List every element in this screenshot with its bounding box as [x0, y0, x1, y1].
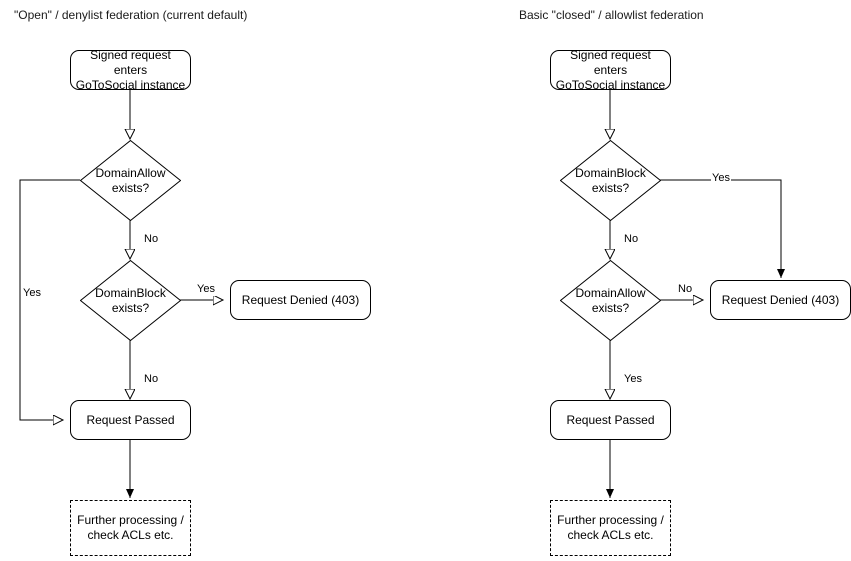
left-start-line2: GoToSocial instance: [75, 77, 186, 92]
right-decision-domainallow-shape: [560, 260, 661, 341]
column-title-closed: Basic "closed" / allowlist federation: [519, 8, 704, 22]
left-start-line1: Signed request enters: [90, 47, 171, 77]
right-decision2-line1: DomainAllow: [575, 285, 646, 300]
right-request-denied-label: Request Denied (403): [721, 292, 840, 307]
left-further-line2: check ACLs etc.: [87, 528, 174, 542]
left-decision2-line1: DomainBlock: [95, 285, 166, 300]
column-title-open: "Open" / denylist federation (current de…: [14, 8, 248, 22]
left-further-processing-node[interactable]: Further processing /check ACLs etc.: [70, 500, 191, 556]
left-request-passed-node[interactable]: Request Passed: [70, 400, 191, 440]
left-decision-domainallow-shape: [80, 140, 181, 221]
right-further-processing-label: Further processing /check ACLs etc.: [553, 513, 668, 543]
right-further-line2: check ACLs etc.: [567, 528, 654, 542]
right-start-line1: Signed request enters: [570, 47, 651, 77]
right-decision1-line1: DomainBlock: [575, 165, 646, 180]
right-edge-label-decision1-yes: Yes: [711, 172, 731, 185]
edge-right-decision1-yes: [660, 179, 785, 278]
right-edge-label-decision2-yes: Yes: [623, 373, 643, 386]
right-decision2-line2: exists?: [591, 300, 630, 315]
left-request-passed-label: Request Passed: [86, 412, 175, 427]
right-decision1-line2: exists?: [591, 180, 630, 195]
left-edge-label-decision2-yes: Yes: [196, 283, 216, 296]
left-decision-domainblock-shape: [80, 260, 181, 341]
left-request-denied-label: Request Denied (403): [241, 292, 360, 307]
right-edge-label-decision2-no: No: [677, 283, 694, 296]
right-start-line2: GoToSocial instance: [555, 77, 666, 92]
left-decision1-line1: DomainAllow: [95, 165, 166, 180]
right-request-passed-label: Request Passed: [566, 412, 655, 427]
right-request-denied-node[interactable]: Request Denied (403): [710, 280, 851, 320]
left-edge-label-decision2-no: No: [143, 373, 160, 386]
left-further-processing-label: Further processing /check ACLs etc.: [73, 513, 188, 543]
right-further-processing-node[interactable]: Further processing /check ACLs etc.: [550, 500, 671, 556]
left-decision2-line2: exists?: [111, 300, 150, 315]
right-edge-label-decision1-no: No: [623, 233, 640, 246]
left-request-denied-node[interactable]: Request Denied (403): [230, 280, 371, 320]
right-request-passed-node[interactable]: Request Passed: [550, 400, 671, 440]
left-edge-label-decision1-no: No: [143, 233, 160, 246]
right-further-line1: Further processing /: [557, 513, 664, 527]
right-decision-domainblock-shape: [560, 140, 661, 221]
left-decision1-line2: exists?: [111, 180, 150, 195]
left-edge-label-decision1-yes: Yes: [22, 287, 42, 300]
left-further-line1: Further processing /: [77, 513, 184, 527]
edge-left-decision1-yes: [19, 179, 80, 420]
